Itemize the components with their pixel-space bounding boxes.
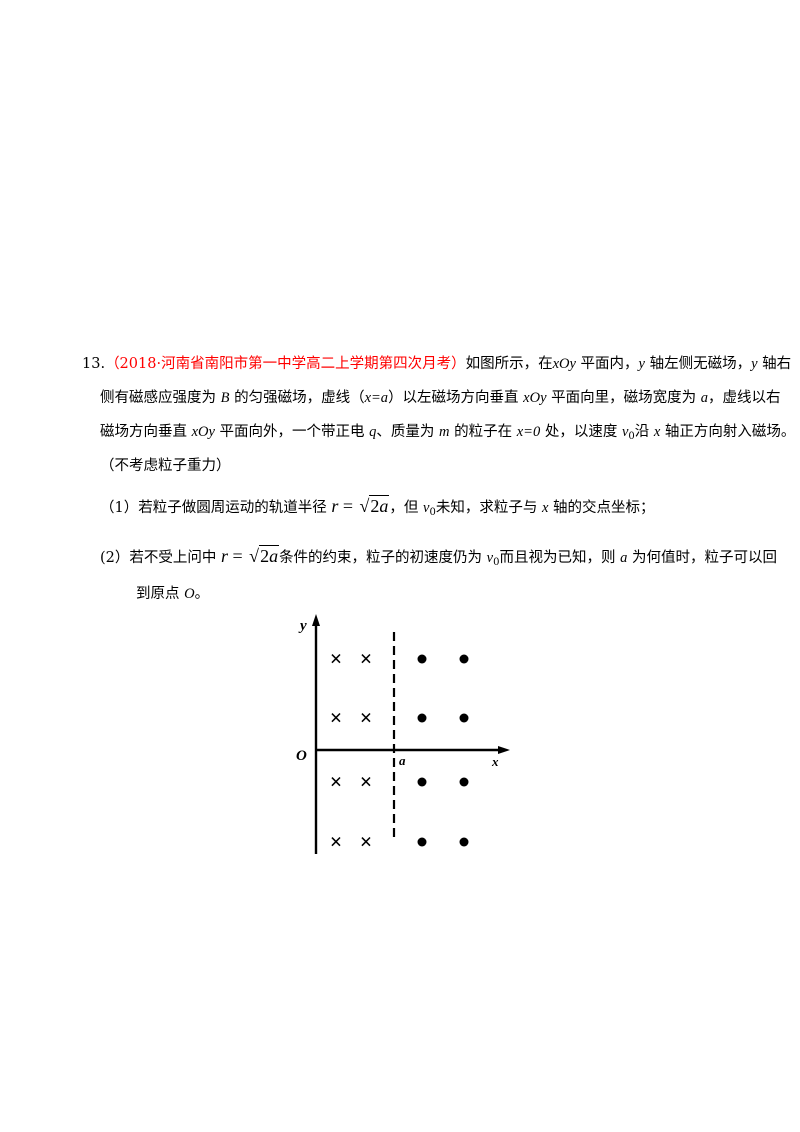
- math-x: x: [541, 500, 549, 516]
- question-line-2: 侧有磁感应强度为 B 的匀强磁场，虚线（x=a）以左磁场方向垂直 xOy 平面向…: [100, 388, 780, 408]
- text: 磁场方向垂直: [100, 424, 192, 440]
- field-into-page-cross: ×: [360, 646, 373, 671]
- math-o: O: [184, 586, 195, 602]
- field-out-of-page-dot: [459, 713, 469, 723]
- math-b: B: [220, 390, 230, 406]
- math-2: 2: [260, 546, 270, 566]
- field-into-page-cross: ×: [360, 829, 373, 854]
- text: 到原点: [136, 586, 185, 602]
- math-a: a: [379, 496, 389, 516]
- text: 平面内，: [575, 356, 639, 372]
- text: 条件的约束，粒子的初速度仍为: [279, 550, 487, 566]
- question-note: （不考虑粒子重力）: [100, 456, 231, 476]
- x-axis-arrow: [498, 746, 510, 754]
- math-y: y: [638, 356, 645, 372]
- field-into-page-cross: ×: [360, 769, 373, 794]
- math-x-eq-0: x=0: [516, 424, 541, 440]
- formula-r-sqrt2a: r = √2a: [331, 495, 390, 516]
- origin-label: O: [296, 748, 307, 764]
- sqrt-symbol: √2a: [249, 545, 280, 566]
- text: ，但: [389, 500, 424, 516]
- math-xoy: xOy: [523, 390, 547, 406]
- text: （不考虑粒子重力）: [100, 458, 231, 474]
- y-axis-arrow: [312, 614, 320, 626]
- part-2: (2）若不受上问中 r = √2a条件的约束，粒子的初速度仍为 v0而且视为已知…: [100, 544, 777, 570]
- math-xoy: xOy: [191, 424, 215, 440]
- magnetic-field-figure: y x O a × × × × × × × ×: [296, 614, 510, 854]
- text: 轴左侧无磁场，: [644, 356, 752, 372]
- question-line-3: 磁场方向垂直 xOy 平面向外，一个带正电 q、质量为 m 的粒子在 x=0 处…: [100, 422, 795, 442]
- formula-r-sqrt2a: r = √2a: [221, 545, 280, 566]
- text: 平面向外，一个带正电: [214, 424, 370, 440]
- math-r: r: [331, 496, 339, 516]
- text: 的粒子在: [449, 424, 517, 440]
- field-out-of-page-dot: [459, 837, 469, 847]
- text: 轴的交点坐标；: [548, 500, 655, 516]
- text: 轴正方向射入磁场。: [660, 424, 796, 440]
- math-eq: =: [228, 546, 248, 566]
- field-into-page-cross: ×: [330, 705, 343, 730]
- field-into-page-cross: ×: [330, 769, 343, 794]
- text: 为何值时，粒子可以回: [627, 550, 777, 566]
- field-out-of-page-dot: [417, 713, 427, 723]
- field-marks: × × × × × × × ×: [330, 646, 469, 854]
- subscript: 0: [429, 507, 436, 518]
- math-y: y: [751, 356, 758, 372]
- a-label: a: [399, 753, 406, 768]
- math-q: q: [369, 424, 377, 440]
- math-x-eq-a: x=a: [364, 390, 389, 406]
- question-source: （2018·河南省南阳市第一中学高二上学期第四次月考）: [105, 356, 466, 372]
- text: 沿: [634, 424, 654, 440]
- part-2-continued: 到原点 O。: [136, 584, 209, 604]
- text: 侧有磁感应强度为: [100, 390, 221, 406]
- question-number: 13.: [82, 356, 106, 372]
- text: 处，以速度: [540, 424, 622, 440]
- field-out-of-page-dot: [417, 777, 427, 787]
- math-xoy: xOy: [552, 356, 576, 372]
- field-into-page-cross: ×: [360, 705, 373, 730]
- text: 。: [194, 586, 210, 602]
- text: 如图所示，在: [465, 356, 553, 372]
- part-1: （1）若粒子做圆周运动的轨道半径 r = √2a，但 v0未知，求粒子与 x 轴…: [100, 494, 654, 520]
- text: 的匀强磁场，虚线（: [229, 390, 365, 406]
- text: ，虚线以右: [707, 390, 781, 406]
- math-a: a: [269, 546, 279, 566]
- sqrt-symbol: √2a: [359, 495, 390, 516]
- math-a: a: [620, 550, 628, 566]
- math-m: m: [439, 424, 450, 440]
- text: 未知，求粒子与: [435, 500, 542, 516]
- math-v: v: [423, 500, 430, 516]
- text: 轴右: [757, 356, 792, 372]
- field-out-of-page-dot: [417, 654, 427, 664]
- math-v: v: [486, 550, 494, 566]
- subscript: 0: [493, 557, 500, 568]
- subscript: 0: [628, 431, 635, 442]
- text: (2）若不受上问中: [100, 550, 217, 566]
- text: 平面向里，磁场宽度为: [546, 390, 701, 406]
- x-axis-label: x: [491, 754, 499, 769]
- y-axis-label: y: [298, 618, 307, 634]
- math-a: a: [700, 390, 708, 406]
- math-v: v: [621, 424, 629, 440]
- field-out-of-page-dot: [459, 777, 469, 787]
- field-out-of-page-dot: [459, 654, 469, 664]
- field-out-of-page-dot: [417, 837, 427, 847]
- math-r: r: [221, 546, 229, 566]
- text: 、质量为: [376, 424, 440, 440]
- math-2: 2: [370, 496, 380, 516]
- question-line-1: 13.（2018·河南省南阳市第一中学高二上学期第四次月考）如图所示，在xOy …: [82, 354, 791, 374]
- text: 而且视为已知，则: [499, 550, 621, 566]
- math-x: x: [653, 424, 661, 440]
- field-into-page-cross: ×: [330, 646, 343, 671]
- field-into-page-cross: ×: [330, 829, 343, 854]
- text: ）以左磁场方向垂直: [388, 390, 524, 406]
- math-eq: =: [338, 496, 358, 516]
- text: （1）若粒子做圆周运动的轨道半径: [100, 500, 327, 516]
